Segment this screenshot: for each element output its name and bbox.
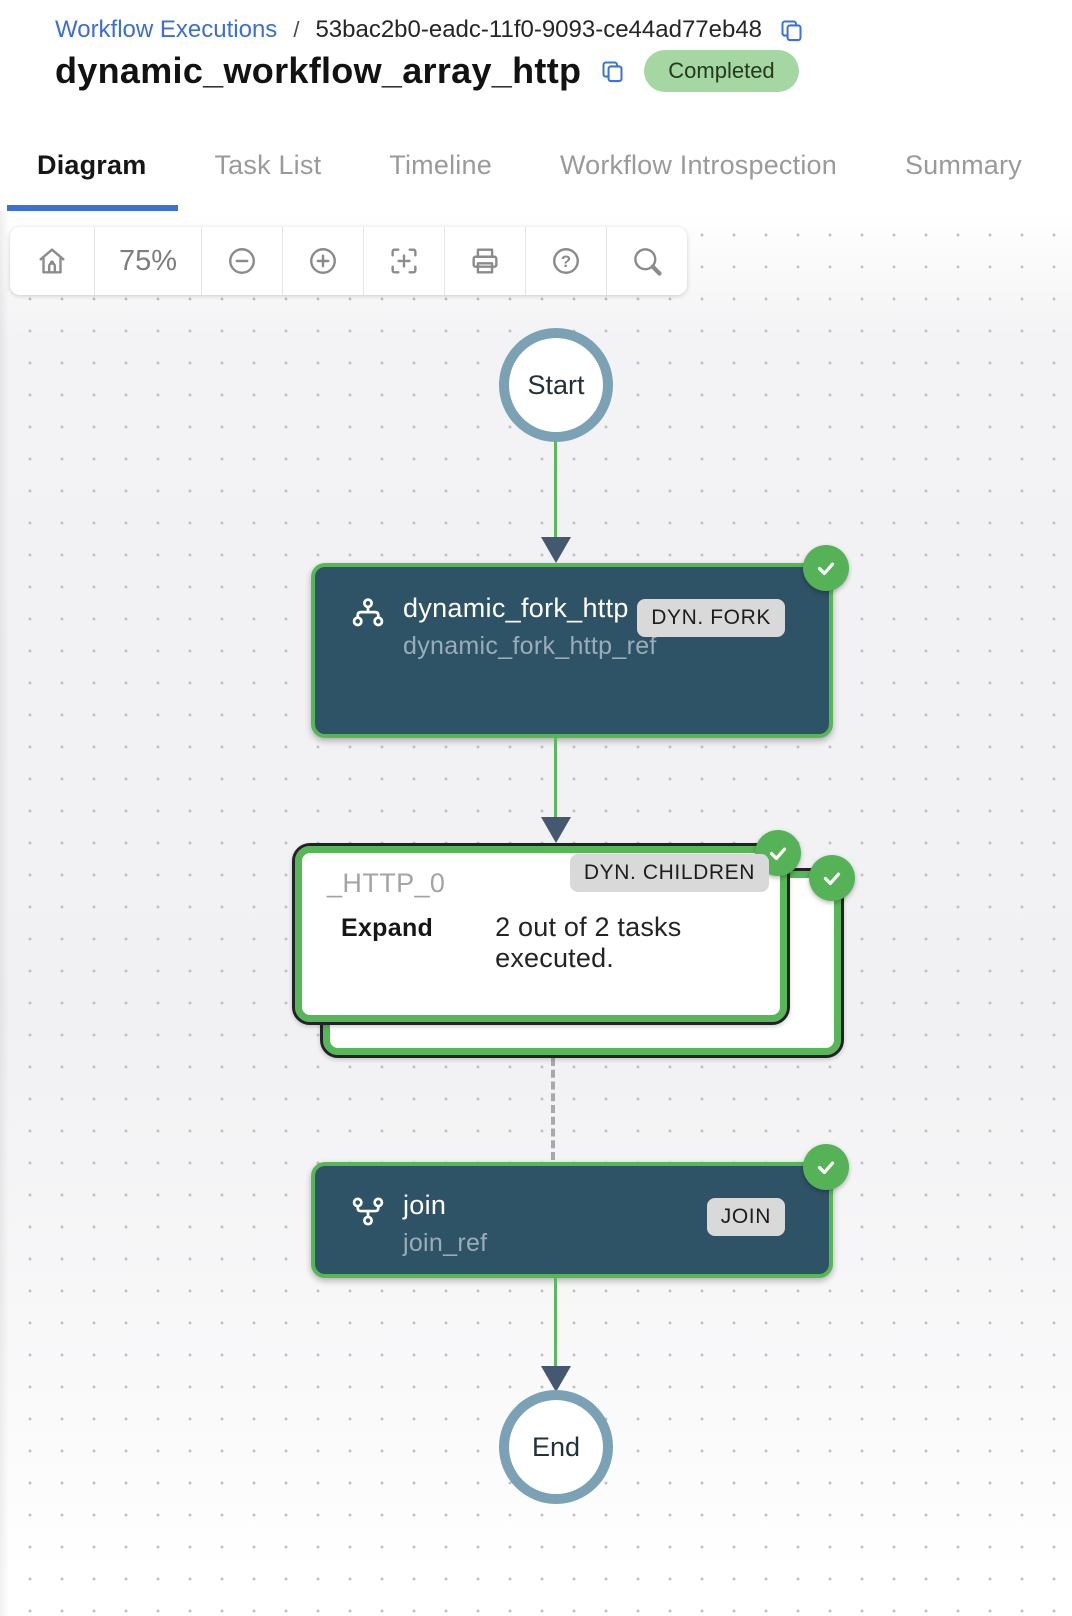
fit-to-screen-icon — [391, 248, 417, 274]
fork-icon — [352, 598, 384, 627]
join-type-badge: JOIN — [706, 1198, 785, 1236]
child-task-title: _HTTP_0 — [327, 868, 446, 898]
print-button[interactable] — [445, 227, 526, 295]
zoom-in-icon — [310, 248, 336, 274]
join-node-title: join — [403, 1190, 447, 1220]
title-row: dynamic_workflow_array_http Completed — [55, 50, 799, 93]
tab-diagram[interactable]: Diagram — [37, 150, 147, 180]
zoom-level[interactable]: 75% — [95, 227, 202, 295]
canvas-edge-shadow — [0, 211, 9, 1616]
copy-icon — [781, 19, 802, 41]
breadcrumb-workflow-executions-link[interactable]: Workflow Executions — [55, 16, 278, 43]
zoom-out-icon — [229, 248, 255, 274]
fork-type-badge: DYN. FORK — [637, 599, 785, 637]
end-label: End — [531, 1431, 581, 1462]
search-button[interactable] — [607, 227, 687, 295]
copy-execution-id-button[interactable] — [778, 17, 805, 44]
help-button[interactable]: ? — [526, 227, 607, 295]
tab-workflow-introspection[interactable]: Workflow Introspection — [559, 150, 837, 180]
arrowhead-icon — [541, 1366, 571, 1392]
home-button[interactable] — [10, 227, 95, 295]
dynamic-children-card[interactable]: _HTTP_0 Expand 2 out of 2 tasks executed… — [292, 830, 801, 1025]
join-completed-check-icon — [803, 1144, 849, 1190]
breadcrumb-execution-id: 53bac2b0-eadc-11f0-9093-ce44ad77eb48 — [315, 16, 763, 43]
arrowhead-icon — [541, 817, 571, 843]
copy-icon — [602, 61, 623, 82]
svg-text:?: ? — [561, 252, 571, 271]
help-icon: ? — [553, 248, 579, 274]
home-icon — [39, 248, 65, 274]
children-summary: 2 out of 2 tasks executed. — [495, 912, 682, 973]
fork-node-ref: dynamic_fork_http_ref — [403, 632, 657, 660]
tab-bar: Diagram Task List Timeline Workflow Intr… — [0, 120, 1072, 212]
copy-workflow-name-button[interactable] — [599, 58, 626, 85]
fork-completed-check-icon — [803, 545, 849, 591]
expand-link[interactable]: Expand — [341, 914, 434, 942]
breadcrumb: Workflow Executions / 53bac2b0-eadc-11f0… — [55, 16, 805, 44]
arrowhead-icon — [541, 537, 571, 563]
search-icon — [634, 248, 662, 276]
diagram-canvas[interactable]: 75% — [0, 211, 1072, 1616]
edge-start-to-fork — [554, 441, 557, 540]
fit-to-screen-button[interactable] — [364, 227, 445, 295]
zoom-out-button[interactable] — [202, 227, 283, 295]
edge-fork-to-children — [554, 738, 557, 820]
fork-node[interactable]: dynamic_fork_http dynamic_fork_http_ref … — [311, 545, 849, 738]
tab-task-list[interactable]: Task List — [214, 150, 322, 180]
end-node: End — [499, 1390, 613, 1504]
zoom-in-button[interactable] — [283, 227, 364, 295]
join-node-ref: join_ref — [403, 1229, 488, 1257]
start-node: Start — [499, 328, 613, 442]
diagram-toolbar: 75% — [10, 227, 687, 295]
start-label: Start — [527, 369, 585, 400]
status-badge: Completed — [644, 50, 799, 93]
print-icon — [472, 248, 498, 274]
fork-node-title: dynamic_fork_http — [403, 593, 629, 623]
join-node[interactable]: join join_ref JOIN — [311, 1144, 849, 1278]
tab-timeline[interactable]: Timeline — [389, 150, 492, 180]
edge-children-to-join — [551, 1058, 555, 1160]
children-type-badge: DYN. CHILDREN — [569, 854, 769, 892]
active-tab-indicator — [7, 205, 178, 212]
page-title: dynamic_workflow_array_http — [55, 50, 582, 92]
children-completed-check-icon — [809, 855, 855, 901]
tab-summary[interactable]: Summary — [904, 150, 1022, 180]
join-icon — [352, 1197, 384, 1226]
edge-join-to-end — [554, 1278, 557, 1369]
breadcrumb-separator: / — [293, 17, 300, 42]
